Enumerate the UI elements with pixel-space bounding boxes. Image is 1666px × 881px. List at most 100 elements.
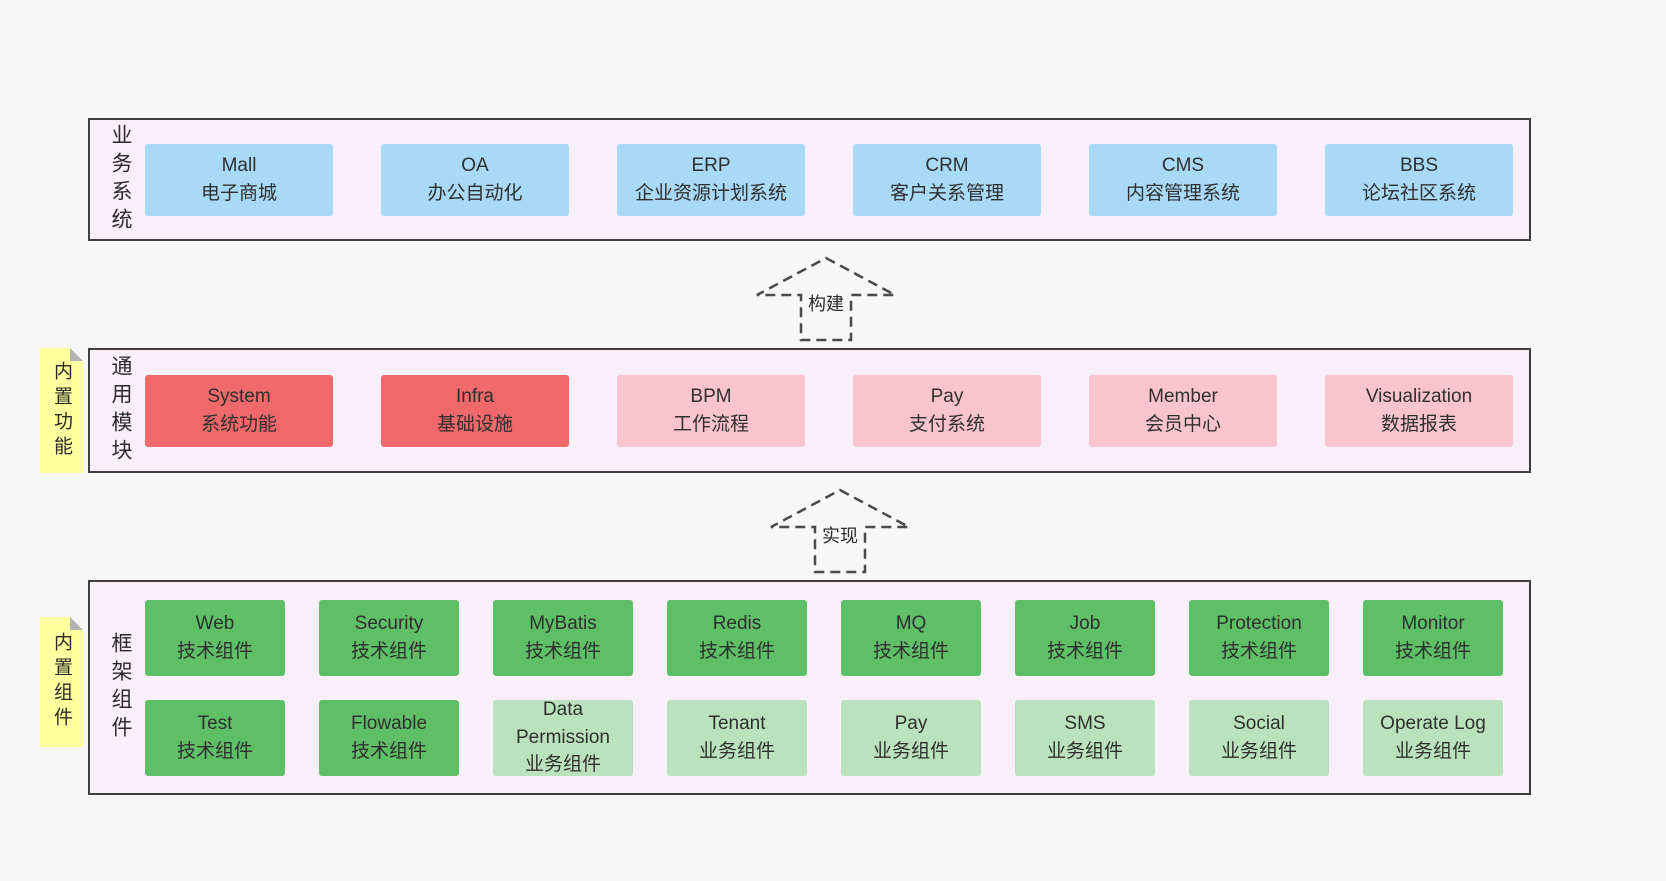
sticky-label: 内置组件 bbox=[51, 632, 72, 732]
box-member: Member 会员中心 bbox=[1089, 374, 1277, 447]
box-title: BPM bbox=[690, 385, 732, 407]
box-subtitle: 电子商城 bbox=[200, 182, 277, 204]
box-title: Member bbox=[1148, 385, 1218, 407]
box-subtitle: 技术组件 bbox=[698, 640, 775, 662]
box-monitor: Monitor 技术组件 bbox=[1363, 599, 1503, 676]
up-arrow-icon bbox=[770, 488, 910, 574]
box-subtitle: 系统功能 bbox=[200, 413, 277, 435]
box-title: CMS bbox=[1161, 154, 1205, 176]
sticky-label: 内置功能 bbox=[51, 360, 72, 461]
box-oa: OA 办公自动化 bbox=[381, 143, 569, 216]
box-title: Mall bbox=[221, 154, 257, 176]
framework-components-row-2: Test 技术组件 Flowable 技术组件 Data Permission … bbox=[145, 699, 1503, 776]
box-subtitle: 客户关系管理 bbox=[889, 182, 1004, 204]
box-subtitle: 技术组件 bbox=[350, 740, 427, 762]
box-subtitle: 技术组件 bbox=[176, 640, 253, 662]
box-tenant: Tenant 业务组件 bbox=[667, 699, 807, 776]
box-subtitle: 业务组件 bbox=[524, 754, 601, 776]
box-social: Social 业务组件 bbox=[1189, 699, 1329, 776]
box-title: MyBatis bbox=[529, 612, 597, 634]
box-data-permission: Data Permission 业务组件 bbox=[493, 699, 633, 776]
band-business-systems: 业务系统 Mall 电子商城 OA 办公自动化 ERP 企业资源计划系统 CRM… bbox=[88, 118, 1531, 241]
box-title: CRM bbox=[925, 154, 969, 176]
box-subtitle: 基础设施 bbox=[436, 413, 513, 435]
box-title: Web bbox=[195, 612, 235, 634]
box-crm: CRM 客户关系管理 bbox=[853, 143, 1041, 216]
box-protection: Protection 技术组件 bbox=[1189, 599, 1329, 676]
box-title: Social bbox=[1233, 712, 1285, 734]
box-title: Redis bbox=[712, 612, 762, 634]
box-subtitle: 技术组件 bbox=[524, 640, 601, 662]
box-mq: MQ 技术组件 bbox=[841, 599, 981, 676]
box-subtitle: 企业资源计划系统 bbox=[634, 182, 787, 204]
box-title: ERP bbox=[691, 154, 731, 176]
box-title: Operate Log bbox=[1380, 712, 1486, 734]
box-subtitle: 支付系统 bbox=[908, 413, 985, 435]
box-web: Web 技术组件 bbox=[145, 599, 285, 676]
box-subtitle: 技术组件 bbox=[1220, 640, 1297, 662]
box-security: Security 技术组件 bbox=[319, 599, 459, 676]
box-title: Tenant bbox=[708, 712, 766, 734]
box-subtitle: 工作流程 bbox=[672, 413, 749, 435]
box-subtitle: 业务组件 bbox=[1394, 740, 1471, 762]
box-system: System 系统功能 bbox=[145, 374, 333, 447]
band-business-systems-label: 业务系统 bbox=[109, 123, 132, 236]
box-sms: SMS 业务组件 bbox=[1015, 699, 1155, 776]
box-subtitle: 办公自动化 bbox=[427, 182, 523, 204]
common-modules-row: System 系统功能 Infra 基础设施 BPM 工作流程 Pay 支付系统… bbox=[145, 350, 1513, 471]
box-subtitle: 技术组件 bbox=[176, 740, 253, 762]
arrow-implement-label: 实现 bbox=[818, 521, 862, 549]
band-framework-components: 框架组件 Web 技术组件 Security 技术组件 MyBatis 技术组件… bbox=[88, 580, 1531, 795]
box-visualization: Visualization 数据报表 bbox=[1325, 374, 1513, 447]
box-title: Test bbox=[197, 712, 233, 734]
box-subtitle: 论坛社区系统 bbox=[1361, 182, 1476, 204]
box-infra: Infra 基础设施 bbox=[381, 374, 569, 447]
box-title: Flowable bbox=[350, 712, 428, 734]
box-subtitle: 业务组件 bbox=[1046, 740, 1123, 762]
arrow-implement: 实现 bbox=[765, 487, 915, 575]
box-title: MQ bbox=[895, 612, 927, 634]
box-subtitle: 业务组件 bbox=[1220, 740, 1297, 762]
box-subtitle: 技术组件 bbox=[1394, 640, 1471, 662]
box-mybatis: MyBatis 技术组件 bbox=[493, 599, 633, 676]
box-erp: ERP 企业资源计划系统 bbox=[617, 143, 805, 216]
box-mall: Mall 电子商城 bbox=[145, 143, 333, 216]
box-pay-biz: Pay 业务组件 bbox=[841, 699, 981, 776]
box-title: Monitor bbox=[1401, 612, 1465, 634]
framework-components-row-1: Web 技术组件 Security 技术组件 MyBatis 技术组件 Redi… bbox=[145, 599, 1503, 676]
box-subtitle: 技术组件 bbox=[872, 640, 949, 662]
box-title: System bbox=[207, 385, 271, 407]
box-job: Job 技术组件 bbox=[1015, 599, 1155, 676]
box-title: Job bbox=[1069, 612, 1101, 634]
box-subtitle: 会员中心 bbox=[1144, 413, 1221, 435]
box-title: Visualization bbox=[1365, 385, 1473, 407]
box-pay: Pay 支付系统 bbox=[853, 374, 1041, 447]
box-subtitle: 技术组件 bbox=[1046, 640, 1123, 662]
arrow-build: 构建 bbox=[751, 255, 901, 343]
sticky-built-in-features: 内置功能 bbox=[40, 348, 83, 473]
box-operate-log: Operate Log 业务组件 bbox=[1363, 699, 1503, 776]
arrow-build-label: 构建 bbox=[804, 289, 848, 317]
box-test: Test 技术组件 bbox=[145, 699, 285, 776]
band-common-modules-label: 通用模块 bbox=[109, 354, 132, 467]
box-subtitle: 数据报表 bbox=[1380, 413, 1457, 435]
box-subtitle: 业务组件 bbox=[698, 740, 775, 762]
band-common-modules: 通用模块 System 系统功能 Infra 基础设施 BPM 工作流程 Pay… bbox=[88, 348, 1531, 473]
box-bpm: BPM 工作流程 bbox=[617, 374, 805, 447]
box-title: Pay bbox=[930, 385, 964, 407]
box-title: SMS bbox=[1064, 712, 1106, 734]
band-framework-components-label: 框架组件 bbox=[109, 631, 132, 744]
box-title: BBS bbox=[1399, 154, 1439, 176]
sticky-built-in-components: 内置组件 bbox=[40, 617, 83, 747]
business-systems-row: Mall 电子商城 OA 办公自动化 ERP 企业资源计划系统 CRM 客户关系… bbox=[145, 120, 1513, 239]
box-title: Protection bbox=[1216, 612, 1302, 634]
box-title: OA bbox=[461, 154, 489, 176]
box-subtitle: 技术组件 bbox=[350, 640, 427, 662]
box-bbs: BBS 论坛社区系统 bbox=[1325, 143, 1513, 216]
box-title: Data Permission bbox=[516, 699, 610, 748]
box-subtitle: 内容管理系统 bbox=[1125, 182, 1240, 204]
box-subtitle: 业务组件 bbox=[872, 740, 949, 762]
box-title: Security bbox=[354, 612, 424, 634]
box-title: Infra bbox=[455, 385, 495, 407]
